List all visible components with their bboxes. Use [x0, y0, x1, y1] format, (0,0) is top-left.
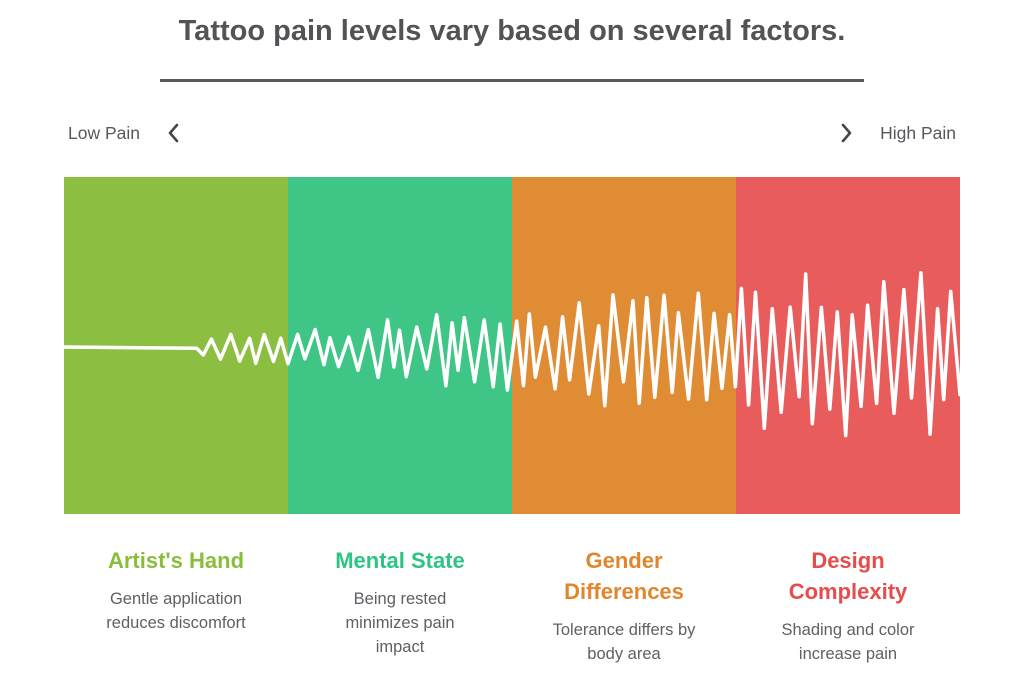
factor-design-complexity: Design Complexity Shading and color incr…	[736, 545, 960, 666]
factor-gender-differences: Gender Differences Tolerance differs by …	[512, 545, 736, 666]
pain-scale-row: Low Pain High Pain	[0, 122, 1024, 144]
factor-heading: Gender Differences	[564, 548, 684, 604]
infographic-page: Tattoo pain levels vary based on several…	[0, 13, 1024, 683]
chevron-left-icon	[168, 123, 179, 143]
factor-heading: Artist's Hand	[107, 548, 245, 573]
title-underline	[160, 79, 864, 82]
factor-description: Being rested minimizes pain impact	[345, 590, 455, 656]
factor-description: Gentle application reduces discomfort	[106, 590, 246, 632]
factor-mental-state: Mental State Being rested minimizes pain…	[288, 545, 512, 659]
factor-description: Tolerance differs by body area	[552, 621, 696, 663]
factor-description: Shading and color increase pain	[781, 621, 915, 663]
chevron-right-icon	[841, 123, 852, 143]
pain-band-design-complexity	[736, 177, 960, 514]
pain-bands-strip	[64, 177, 960, 514]
low-pain-group: Low Pain	[68, 122, 180, 144]
pain-waveform	[64, 270, 960, 438]
low-pain-label: Low Pain	[68, 122, 140, 143]
factor-labels-row: Artist's Hand Gentle application reduces…	[64, 545, 960, 666]
high-pain-group: High Pain	[840, 122, 956, 144]
high-pain-label: High Pain	[880, 122, 956, 143]
factor-heading: Design Complexity	[788, 548, 908, 604]
factor-heading: Mental State	[335, 548, 465, 573]
factor-artists-hand: Artist's Hand Gentle application reduces…	[64, 545, 288, 635]
page-title: Tattoo pain levels vary based on several…	[178, 15, 846, 47]
